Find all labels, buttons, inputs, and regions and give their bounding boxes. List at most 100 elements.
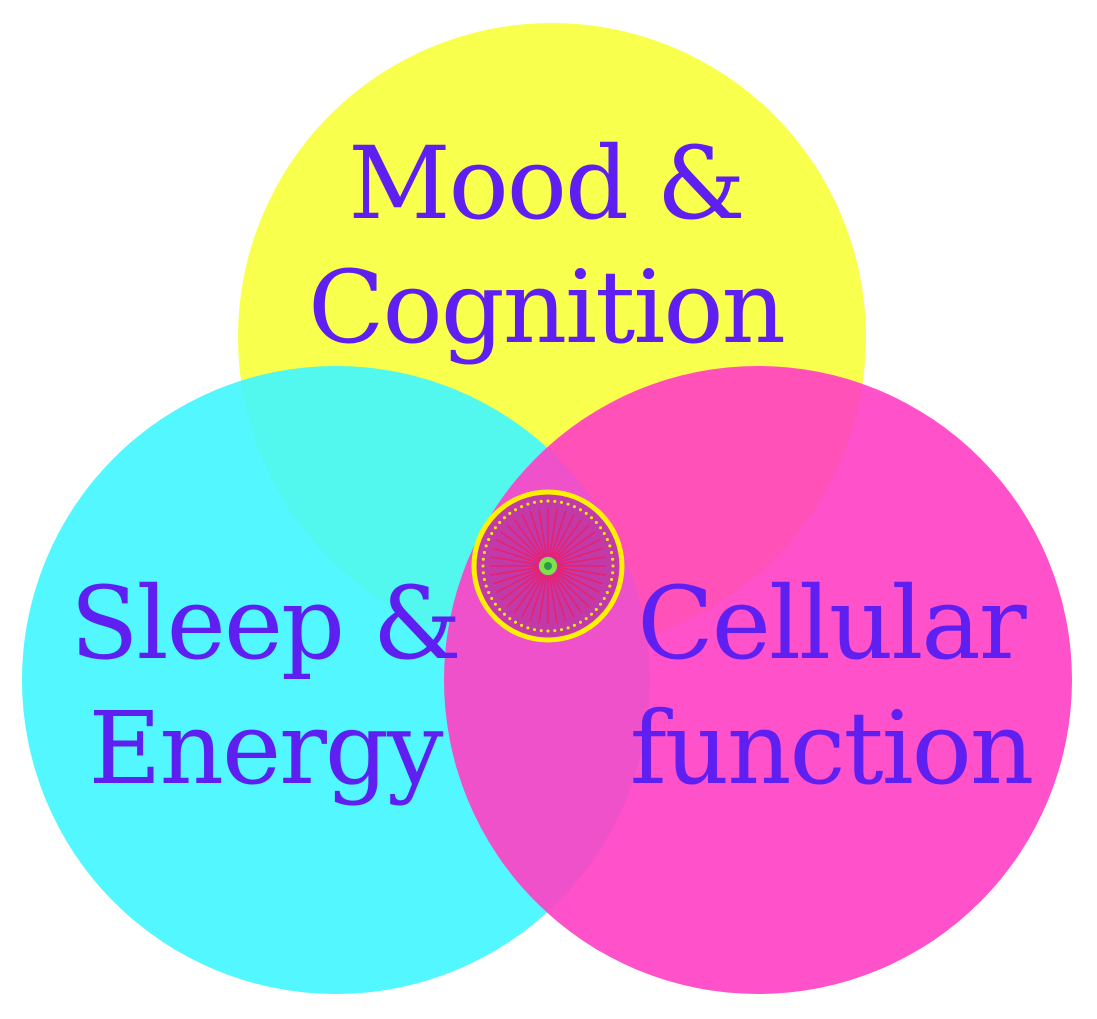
- emblem-dot: [589, 516, 593, 520]
- emblem-ray: [500, 571, 541, 601]
- emblem-dot: [605, 538, 609, 542]
- emblem-dot: [508, 617, 512, 621]
- emblem-ray: [557, 556, 606, 566]
- emblem-dot: [560, 628, 564, 632]
- emblem-dot: [608, 544, 612, 548]
- label-sleep-energy-line-2: Energy: [89, 690, 444, 807]
- emblem-ray: [490, 566, 539, 576]
- emblem-dot: [546, 499, 550, 503]
- emblem-ray: [555, 531, 596, 561]
- emblem-ray: [551, 513, 576, 558]
- emblem-dot: [539, 629, 543, 633]
- emblem-dot: [493, 526, 497, 530]
- emblem-ray: [492, 568, 539, 585]
- emblem-ray: [551, 574, 576, 619]
- emblem-dot: [584, 511, 588, 515]
- emblem-core-inner: [544, 562, 552, 570]
- emblem-ray: [550, 510, 567, 557]
- emblem-dot: [514, 508, 517, 512]
- emblem-dot: [594, 521, 598, 525]
- emblem-ray: [548, 575, 558, 624]
- emblem-dot: [481, 557, 485, 561]
- emblem-dot: [579, 508, 582, 512]
- emblem-dot: [481, 571, 485, 575]
- emblem-ray: [520, 513, 545, 558]
- emblem-dot: [526, 626, 530, 630]
- emblem-dot: [611, 557, 615, 561]
- emblem-ray: [538, 508, 548, 557]
- emblem-ray: [538, 575, 548, 624]
- label-mood-cognition-line-2: Cognition: [308, 249, 784, 366]
- emblem-ray: [490, 556, 539, 566]
- emblem-ray: [556, 538, 601, 563]
- emblem-dot: [487, 538, 491, 542]
- sunburst-emblem-icon: [471, 489, 625, 643]
- emblem-dot: [482, 578, 486, 582]
- label-cellular-function-line-1: Cellular: [637, 565, 1027, 682]
- emblem-ray: [553, 573, 583, 614]
- emblem-dot: [611, 564, 615, 568]
- emblem-ray: [557, 566, 606, 576]
- emblem-dot: [498, 521, 502, 525]
- emblem-dot: [602, 532, 606, 535]
- emblem-ray: [513, 518, 543, 559]
- emblem-dot: [487, 590, 491, 594]
- label-mood-cognition-line-1: Mood &: [348, 125, 744, 242]
- emblem-ray: [550, 575, 567, 622]
- emblem-rays: [490, 508, 606, 624]
- emblem-dots: [481, 499, 615, 633]
- emblem-ray: [554, 524, 590, 560]
- emblem-ray: [555, 571, 596, 601]
- emblem-dot: [493, 602, 497, 606]
- emblem-dot: [520, 505, 524, 509]
- emblem-dot: [589, 612, 593, 616]
- emblem-dot: [484, 544, 488, 548]
- emblem-ray: [495, 538, 540, 563]
- label-cellular-function-line-2: function: [630, 690, 1033, 807]
- emblem-dot: [553, 629, 557, 633]
- emblem-dot: [532, 500, 536, 504]
- emblem-ray: [506, 572, 542, 608]
- label-sleep-energy-line-1: Sleep &: [70, 565, 460, 682]
- emblem-ray: [548, 508, 558, 557]
- emblem-dot: [503, 516, 507, 520]
- emblem-ray: [506, 524, 542, 560]
- emblem-dot: [508, 511, 512, 515]
- emblem-dot: [560, 500, 564, 504]
- emblem-dot: [610, 578, 614, 582]
- emblem-dot: [490, 597, 494, 600]
- emblem-dot: [611, 571, 615, 575]
- emblem-dot: [482, 550, 486, 554]
- emblem-ray: [553, 518, 583, 559]
- emblem-dot: [572, 505, 576, 509]
- emblem-dot: [490, 532, 494, 535]
- emblem-dot: [594, 607, 598, 611]
- emblem-ray: [556, 569, 601, 594]
- emblem-dot: [526, 502, 530, 506]
- emblem-dot: [584, 617, 588, 621]
- emblem-dot: [481, 564, 485, 568]
- emblem-dot: [484, 584, 488, 588]
- emblem-ray: [529, 575, 546, 622]
- emblem-dot: [608, 584, 612, 588]
- emblem-ray: [495, 569, 540, 594]
- emblem-dot: [602, 597, 606, 600]
- emblem-ray: [513, 573, 543, 614]
- emblem-dot: [610, 550, 614, 554]
- emblem-dot: [553, 499, 557, 503]
- emblem-dot: [599, 526, 603, 530]
- emblem-dot: [532, 628, 536, 632]
- emblem-dot: [539, 499, 543, 503]
- emblem-ray: [520, 574, 545, 619]
- emblem-dot: [572, 623, 576, 627]
- emblem-ray: [557, 547, 604, 564]
- emblem-ray: [492, 547, 539, 564]
- emblem-dot: [605, 590, 609, 594]
- emblem-dot: [579, 620, 582, 624]
- emblem-dot: [503, 612, 507, 616]
- emblem-dot: [498, 607, 502, 611]
- emblem-dot: [566, 626, 570, 630]
- emblem-dot: [514, 620, 517, 624]
- emblem-ray: [529, 510, 546, 557]
